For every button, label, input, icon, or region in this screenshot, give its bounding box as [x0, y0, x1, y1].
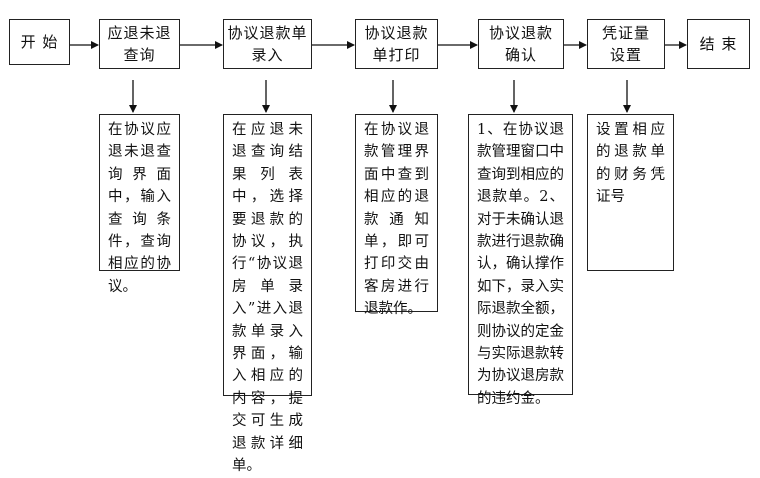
detail-confirm: 1、在协议退款管理窗口中查询到相应的退款单。2、对于未确认退款进行退款确认，确认… [468, 114, 573, 407]
detail-print: 在协议退款管理界面中查到相应的退款通知单，即可打印交由客房进行退款作。 [355, 114, 438, 317]
step-print-label: 协议退款 单打印 [364, 24, 429, 64]
detail-voucher: 设置相应的退款单的财务凭证号 [587, 114, 674, 271]
step-entry: 协议退款单 录入 [223, 19, 312, 69]
step-entry-label: 协议退款单 录入 [227, 24, 308, 64]
step-voucher-label: 凭证量 设置 [601, 24, 650, 64]
step-end-label: 结 束 [699, 35, 738, 53]
step-print: 协议退款 单打印 [355, 19, 438, 69]
detail-entry: 在应退未退查询结果列表中，选择要退款的协议，执行“协议退房单录入”进入退款单录入… [223, 114, 312, 474]
detail-query: 在协议应退未退查询界面中，输入查询条件，查询相应的协议。 [99, 114, 180, 295]
detail-confirm-text: 1、在协议退款管理窗口中查询到相应的退款单。2、对于未确认退款进行退款确认，确认… [477, 122, 564, 407]
connector-arrows [70, 41, 687, 113]
step-confirm-label: 协议退款 确认 [488, 24, 553, 64]
detail-voucher-text: 设置相应的退款单的财务凭证号 [596, 122, 665, 206]
step-voucher: 凭证量 设置 [587, 19, 665, 69]
step-start: 开 始 [9, 19, 70, 65]
step-query: 应退未退 查询 [99, 19, 180, 69]
step-query-label: 应退未退 查询 [107, 24, 172, 64]
detail-query-text: 在协议应退未退查询界面中，输入查询条件，查询相应的协议。 [108, 122, 171, 295]
step-start-label: 开 始 [20, 33, 59, 51]
step-end: 结 束 [687, 19, 750, 69]
step-confirm: 协议退款 确认 [478, 19, 564, 69]
detail-print-text: 在协议退款管理界面中查到相应的退款通知单，即可打印交由客房进行退款作。 [364, 122, 429, 318]
